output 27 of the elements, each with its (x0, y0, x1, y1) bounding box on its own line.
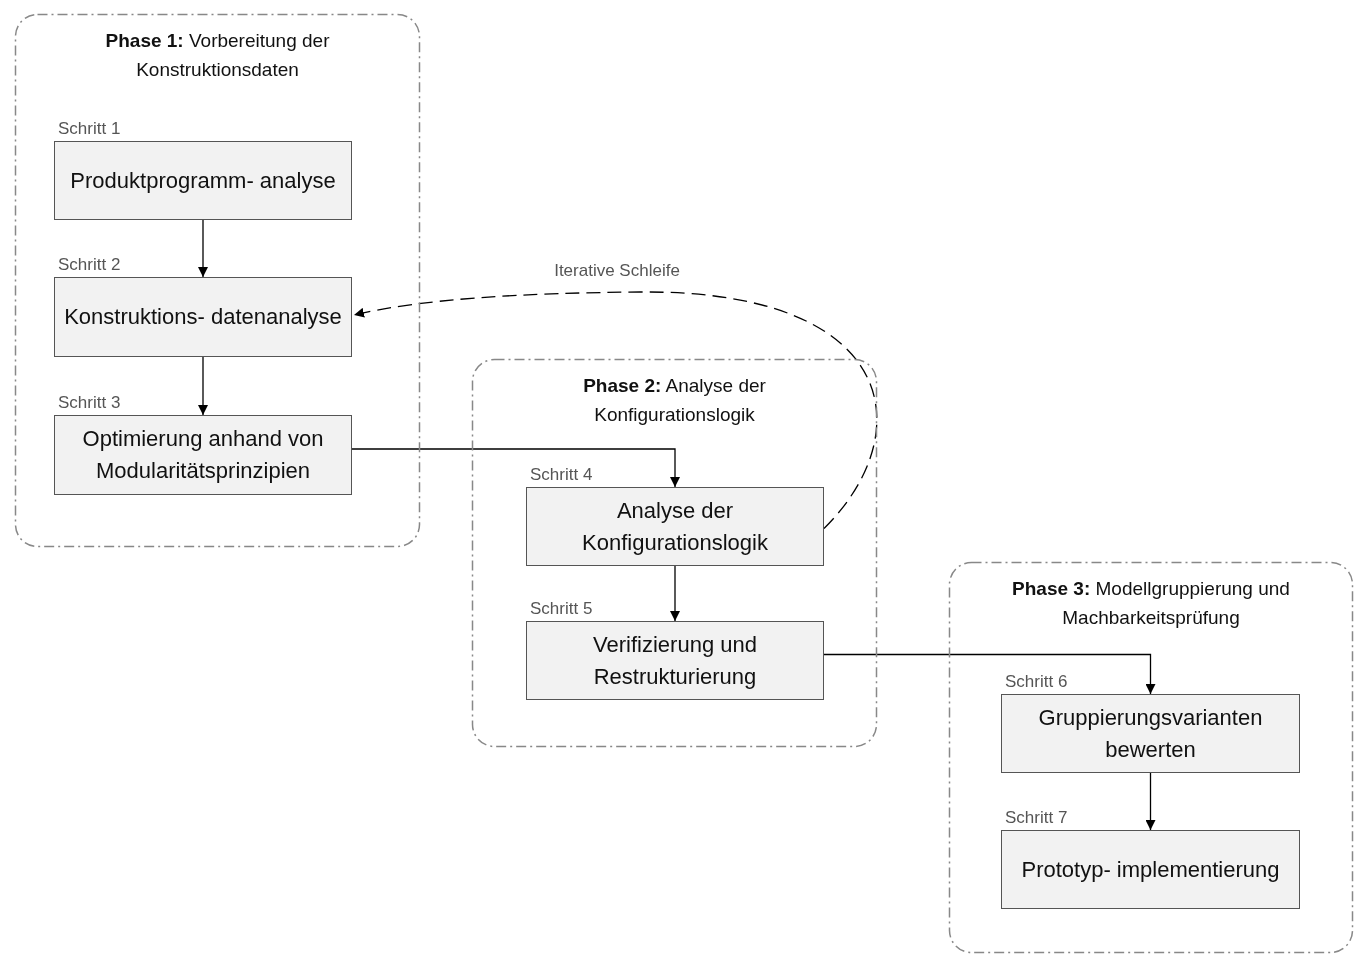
step-number: Schritt 5 (530, 599, 593, 619)
step-number: Schritt 2 (58, 255, 121, 275)
arrow (198, 356, 208, 416)
arrow (198, 219, 208, 278)
phase-heading: Phase 3: Modellgruppierung und Machbarkeitsprüfung (1011, 577, 1291, 630)
step-number: Schritt 3 (58, 393, 121, 413)
phase-group (15, 14, 420, 547)
arrow (351, 448, 680, 488)
step-label: Produktprogramm- analyse (69, 166, 337, 195)
step-number: Schritt 1 (58, 119, 121, 139)
phase-group (472, 359, 877, 747)
step-number: Schritt 7 (1005, 808, 1068, 828)
step-label: Prototyp- implementierung (1020, 855, 1281, 884)
phase-heading: Phase 1: Vorbereitung der Konstruktionsdaten (104, 29, 331, 82)
arrow (670, 565, 680, 622)
step-number: Schritt 4 (530, 465, 593, 485)
step-label: Konstruktions- datenanalyse (63, 303, 343, 331)
step-label: Analyse der Konfigurationslogik (581, 496, 769, 557)
phase-heading: Phase 2: Analyse der Konfigurationslogik (582, 374, 767, 427)
step-number: Schritt 6 (1005, 672, 1068, 692)
arrow (1145, 772, 1156, 831)
arrow (823, 653, 1156, 695)
phase-group (949, 562, 1353, 953)
step-label: Verifizierung und Restrukturierung (592, 630, 758, 691)
step-label: Optimierung anhand von Modularitätsprinzipien (81, 425, 325, 485)
dashed-arrow (353, 291, 878, 530)
step-label: Gruppierungsvarianten bewerten (1037, 703, 1264, 764)
